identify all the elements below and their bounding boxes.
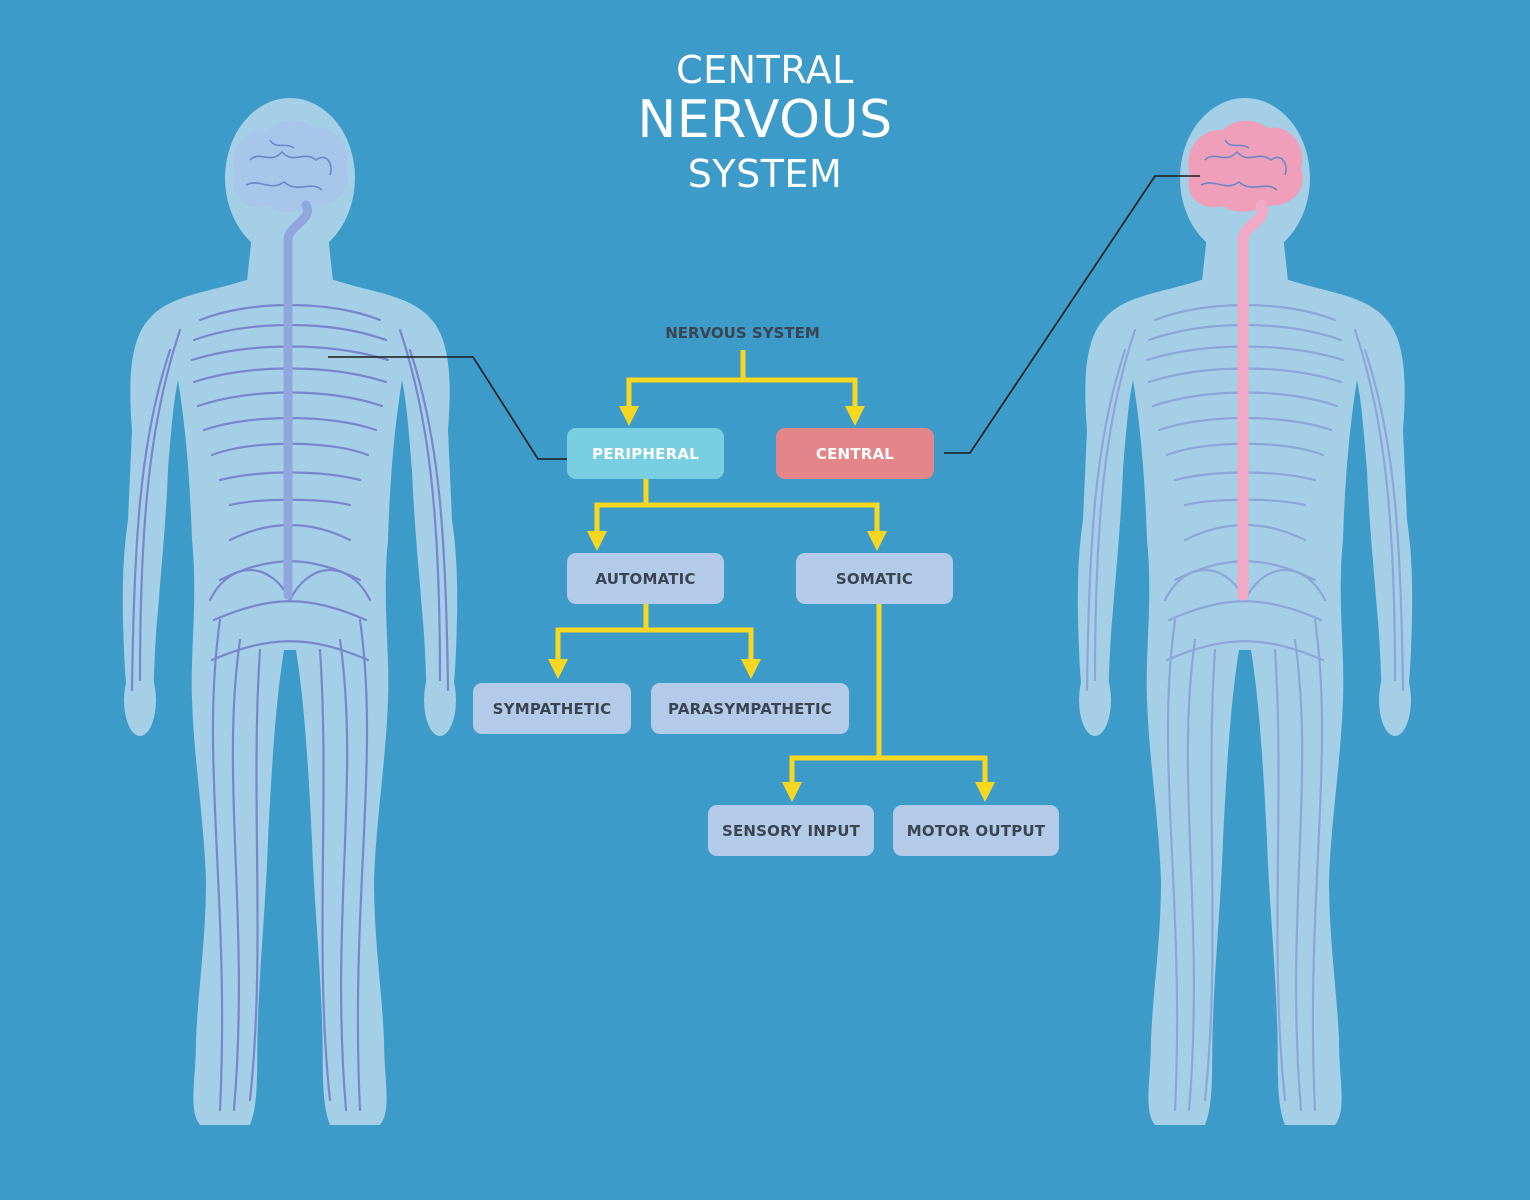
node-parasympathetic: PARASYMPATHETIC (651, 683, 849, 734)
connector-root-peripheral (626, 350, 746, 415)
arrow-head (741, 659, 761, 679)
arrow-head (619, 406, 639, 426)
title-nervous: NERVOUS (637, 90, 893, 150)
right-human-figure (1077, 98, 1413, 1125)
arrow-head (975, 782, 995, 802)
connector-peripheral-automatic (594, 479, 649, 540)
connector-root-central (743, 377, 858, 415)
connector-somatic-sensory (789, 604, 882, 790)
node-central: CENTRAL (776, 428, 934, 479)
node-nervous-system: NERVOUS SYSTEM (665, 324, 820, 342)
title-central: CENTRAL (676, 48, 854, 92)
arrow-head (548, 659, 568, 679)
central-leader-line (944, 175, 1200, 454)
arrow-head (587, 531, 607, 551)
right-spinal-cord (1237, 199, 1268, 601)
node-somatic: SOMATIC (796, 553, 953, 604)
node-peripheral: PERIPHERAL (567, 428, 724, 479)
node-sensory-input: SENSORY INPUT (708, 805, 874, 856)
node-sympathetic: SYMPATHETIC (473, 683, 631, 734)
node-automatic: AUTOMATIC (567, 553, 724, 604)
arrow-head (867, 531, 887, 551)
peripheral-leader-line (328, 356, 567, 460)
connector-automatic-sympathetic (555, 604, 649, 668)
arrow-head (845, 406, 865, 426)
left-spinal-cord (283, 200, 312, 600)
connector-somatic-motor (879, 755, 988, 790)
title-system: SYSTEM (687, 152, 843, 196)
connector-peripheral-somatic (646, 502, 880, 540)
connector-automatic-parasympathetic (646, 627, 754, 668)
node-motor-output: MOTOR OUTPUT (893, 805, 1059, 856)
arrow-head (782, 782, 802, 802)
left-human-figure (122, 98, 458, 1125)
